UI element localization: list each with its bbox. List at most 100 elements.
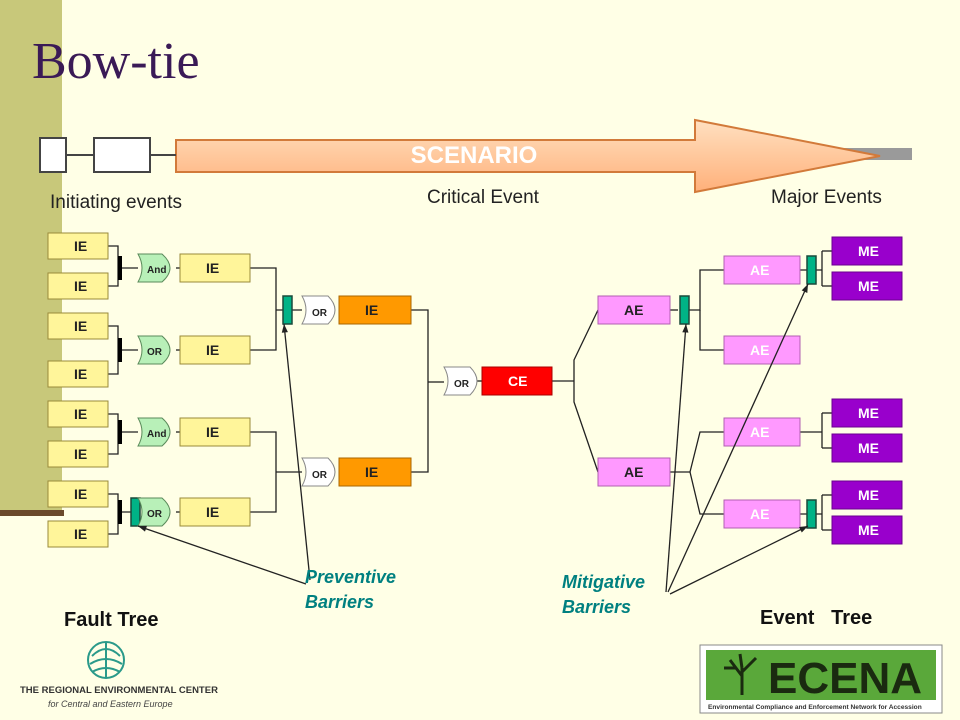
connector-mid-pair-2 [250, 431, 277, 513]
gate-second-1-label: OR [312, 308, 328, 319]
barrier-preventive-upper [282, 295, 293, 325]
rec-subtitle: for Central and Eastern Europe [48, 699, 173, 709]
timeline-box-2 [93, 137, 151, 173]
gate-first-1-label: And [147, 265, 166, 276]
connector-ce-ae-lower [573, 381, 599, 473]
gate-second-1: OR [301, 295, 336, 325]
gate-central: OR [443, 366, 478, 396]
me-box-4: ME [831, 433, 903, 463]
critical-event-box-label: CE [508, 373, 527, 389]
ae-first-2-label: AE [624, 464, 643, 480]
bracket-1 [118, 256, 122, 280]
ie-right-1: IE [338, 295, 412, 325]
ie-left-6: IE [47, 440, 109, 468]
bracket-2 [118, 338, 122, 362]
preventive-arrow-2 [137, 525, 307, 585]
gate-first-3: And [137, 417, 171, 447]
side-bar-tick [0, 510, 64, 516]
ae-second-2: AE [723, 335, 801, 365]
mitigative-arrow-1 [665, 323, 689, 593]
page-title: Bow-tie [32, 33, 200, 90]
critical-event-box: CE [481, 366, 553, 396]
connector-ie-pair-1 [108, 245, 119, 287]
ie-right-2-label: IE [365, 464, 378, 480]
ecena-wordmark: ECENA [768, 654, 922, 703]
ie-mid-2-label: IE [206, 342, 219, 358]
ie-mid-1: IE [179, 253, 251, 283]
ae-second-4-label: AE [750, 506, 769, 522]
connector-ae1-ae2-2 [699, 310, 724, 351]
me-box-6: ME [831, 515, 903, 545]
ie-left-7: IE [47, 480, 109, 508]
critical-event-label: Critical Event [427, 187, 540, 208]
ie-left-4-label: IE [74, 366, 87, 382]
gate-first-4-label: OR [147, 509, 163, 520]
ie-mid-2: IE [179, 335, 251, 365]
ae-second-1-label: AE [750, 262, 769, 278]
major-events-label: Major Events [771, 187, 882, 208]
fault-tree-label: Fault Tree [64, 609, 158, 631]
gate-second-2-label: OR [312, 470, 328, 481]
barrier-mitigative-upper [679, 295, 690, 325]
gate-first-2-label: OR [147, 347, 163, 358]
mitigative-arrow-2 [667, 283, 809, 593]
connector-ae1-ae2-3 [670, 431, 724, 473]
gate-central-label: OR [454, 379, 470, 390]
rec-logo: THE REGIONAL ENVIRONMENTAL CENTER for Ce… [20, 641, 218, 709]
mitigative-barriers-label-line2: Barriers [562, 597, 631, 617]
ie-left-1-label: IE [74, 238, 87, 254]
ae-first-2: AE [597, 457, 671, 487]
gate-first-2: OR [137, 335, 171, 365]
gate-second-2: OR [301, 457, 336, 487]
connector-right-pair [411, 309, 429, 473]
me-box-6-label: ME [858, 522, 879, 538]
mitigative-arrow-3 [669, 525, 809, 595]
scenario-label: SCENARIO [411, 142, 538, 169]
me-box-1: ME [831, 236, 903, 266]
ie-left-5: IE [47, 400, 109, 428]
rec-name: THE REGIONAL ENVIRONMENTAL CENTER [20, 685, 218, 696]
tree-icon [724, 653, 758, 695]
ae-first-1: AE [597, 295, 671, 325]
ie-right-1-label: IE [365, 302, 378, 318]
connector-ie-pair-2 [108, 325, 119, 375]
timeline-box-1 [39, 137, 67, 173]
ie-mid-1-label: IE [206, 260, 219, 276]
ie-right-2: IE [338, 457, 412, 487]
me-box-4-label: ME [858, 440, 879, 456]
barrier-mitigative-me-1 [806, 255, 817, 285]
ecena-tagline: Environmental Compliance and Enforcement… [708, 704, 922, 711]
ae-second-1: AE [723, 255, 801, 285]
connector-ie-pair-3 [108, 413, 119, 455]
ie-mid-4: IE [179, 497, 251, 527]
me-box-5-label: ME [858, 487, 879, 503]
barrier-mitigative-me-3 [806, 499, 817, 529]
gate-first-3-label: And [147, 429, 166, 440]
connector-ae1-ae2-1 [689, 269, 724, 311]
scenario-arrow: SCENARIO [39, 118, 912, 194]
ae-second-3-label: AE [750, 424, 769, 440]
barrier-preventive-left [130, 497, 141, 527]
mitigative-barriers-label-line1: Mitigative [562, 572, 645, 592]
me-box-2-label: ME [858, 278, 879, 294]
initiating-events-label: Initiating events [50, 192, 182, 213]
ae-second-3: AE [723, 417, 801, 447]
me-box-2: ME [831, 271, 903, 301]
connector-lines [108, 245, 832, 535]
ie-left-4: IE [47, 360, 109, 388]
ae-first-1-label: AE [624, 302, 643, 318]
connector-mid-pair-1 [250, 267, 277, 351]
me-box-3-label: ME [858, 405, 879, 421]
ie-left-8: IE [47, 520, 109, 548]
ie-left-6-label: IE [74, 446, 87, 462]
rec-emblem-icon [87, 641, 125, 679]
me-box-3: ME [831, 398, 903, 428]
bracket-4 [118, 500, 122, 524]
ie-left-8-label: IE [74, 526, 87, 542]
me-box-5: ME [831, 480, 903, 510]
me-box-1-label: ME [858, 243, 879, 259]
ecena-logo: ECENA Environmental Compliance and Enfor… [699, 644, 943, 714]
ie-left-5-label: IE [74, 406, 87, 422]
preventive-barriers-label-line1: Preventive [305, 567, 396, 587]
ie-left-1: IE [47, 232, 109, 260]
